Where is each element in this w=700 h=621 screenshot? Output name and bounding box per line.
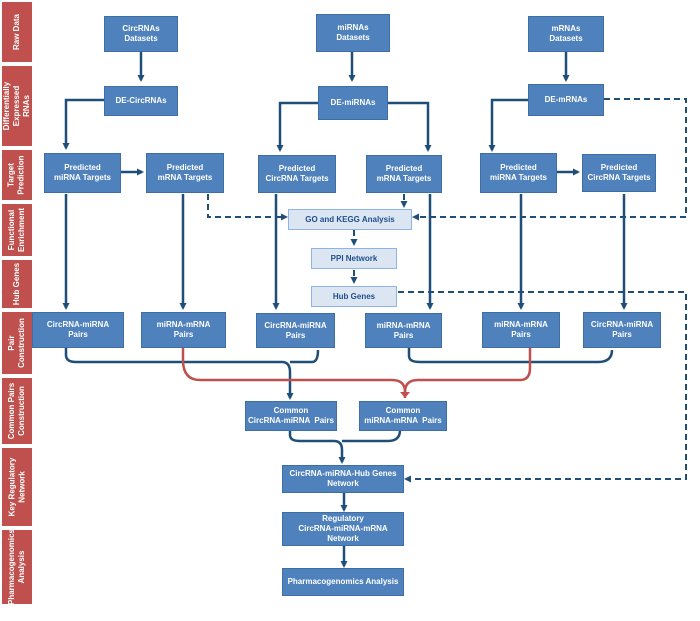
stage-functional-enrichment: Functional Enrichment <box>2 204 32 256</box>
de-circrnas-box: DE-CircRNAs <box>104 86 178 116</box>
circrna-mirna-pairs-2: CircRNA-miRNA Pairs <box>256 313 335 348</box>
hub-genes-box: Hub Genes <box>311 286 397 307</box>
stage-pair-construction: Pair Construction <box>2 312 32 374</box>
stage-raw-data: Raw Data <box>2 2 32 62</box>
pharmacogenomics-analysis-box: Pharmacogenomics Analysis <box>282 568 404 596</box>
stage-pharmacogenomics: Pharmacogenomics Analysis <box>2 529 32 605</box>
mirna-mrna-pairs-2: miRNA-mRNA Pairs <box>365 313 442 348</box>
stage-differentially-expressed: Differentially Expressed RNAs <box>2 66 32 146</box>
circrna-mirna-pairs-3: CircRNA-miRNA Pairs <box>583 312 661 348</box>
stage-hub-genes: Hub Genes <box>2 260 32 308</box>
de-mrnas-box: DE-mRNAs <box>528 84 604 116</box>
predicted-circrna-targets-2: Predicted CircRNA Targets <box>582 154 656 192</box>
predicted-mrna-targets-1: Predicted mRNA Targets <box>146 153 224 193</box>
common-circrna-mirna-pairs: Common CircRNA-miRNA Pairs <box>245 401 337 431</box>
stage-key-regulatory: Key Regulatory Network <box>2 448 32 526</box>
stage-target-prediction: Target Prediction <box>2 150 32 200</box>
mirna-mrna-pairs-3: miRNA-mRNA Pairs <box>482 312 560 348</box>
circrna-mirna-hub-genes-network: CircRNA-miRNA-Hub Genes Network <box>282 465 404 493</box>
predicted-mirna-targets-2: Predicted miRNA Targets <box>480 153 557 193</box>
predicted-mirna-targets-1: Predicted miRNA Targets <box>44 153 121 193</box>
predicted-mrna-targets-2: Predicted mRNA Targets <box>366 155 442 193</box>
circrna-mirna-pairs-1: CircRNA-miRNA Pairs <box>32 312 124 348</box>
go-kegg-analysis-box: GO and KEGG Analysis <box>288 209 412 230</box>
mirna-mrna-pairs-1: miRNA-mRNA Pairs <box>141 312 226 348</box>
predicted-circrna-targets-1: Predicted CircRNA Targets <box>258 155 336 193</box>
ppi-network-box: PPI Network <box>311 248 397 269</box>
regulatory-network-box: Regulatory CircRNA-miRNA-mRNA Network <box>282 512 404 546</box>
stage-common-pairs: Common Pairs Construction <box>2 378 32 444</box>
mrna-datasets-box: mRNAs Datasets <box>528 16 604 52</box>
circrna-datasets-box: CircRNAs Datasets <box>104 16 178 52</box>
de-mirnas-box: DE-miRNAs <box>318 86 388 120</box>
mirna-datasets-box: miRNAs Datasets <box>316 14 390 52</box>
common-mirna-mrna-pairs: Common miRNA-mRNA Pairs <box>359 401 447 431</box>
